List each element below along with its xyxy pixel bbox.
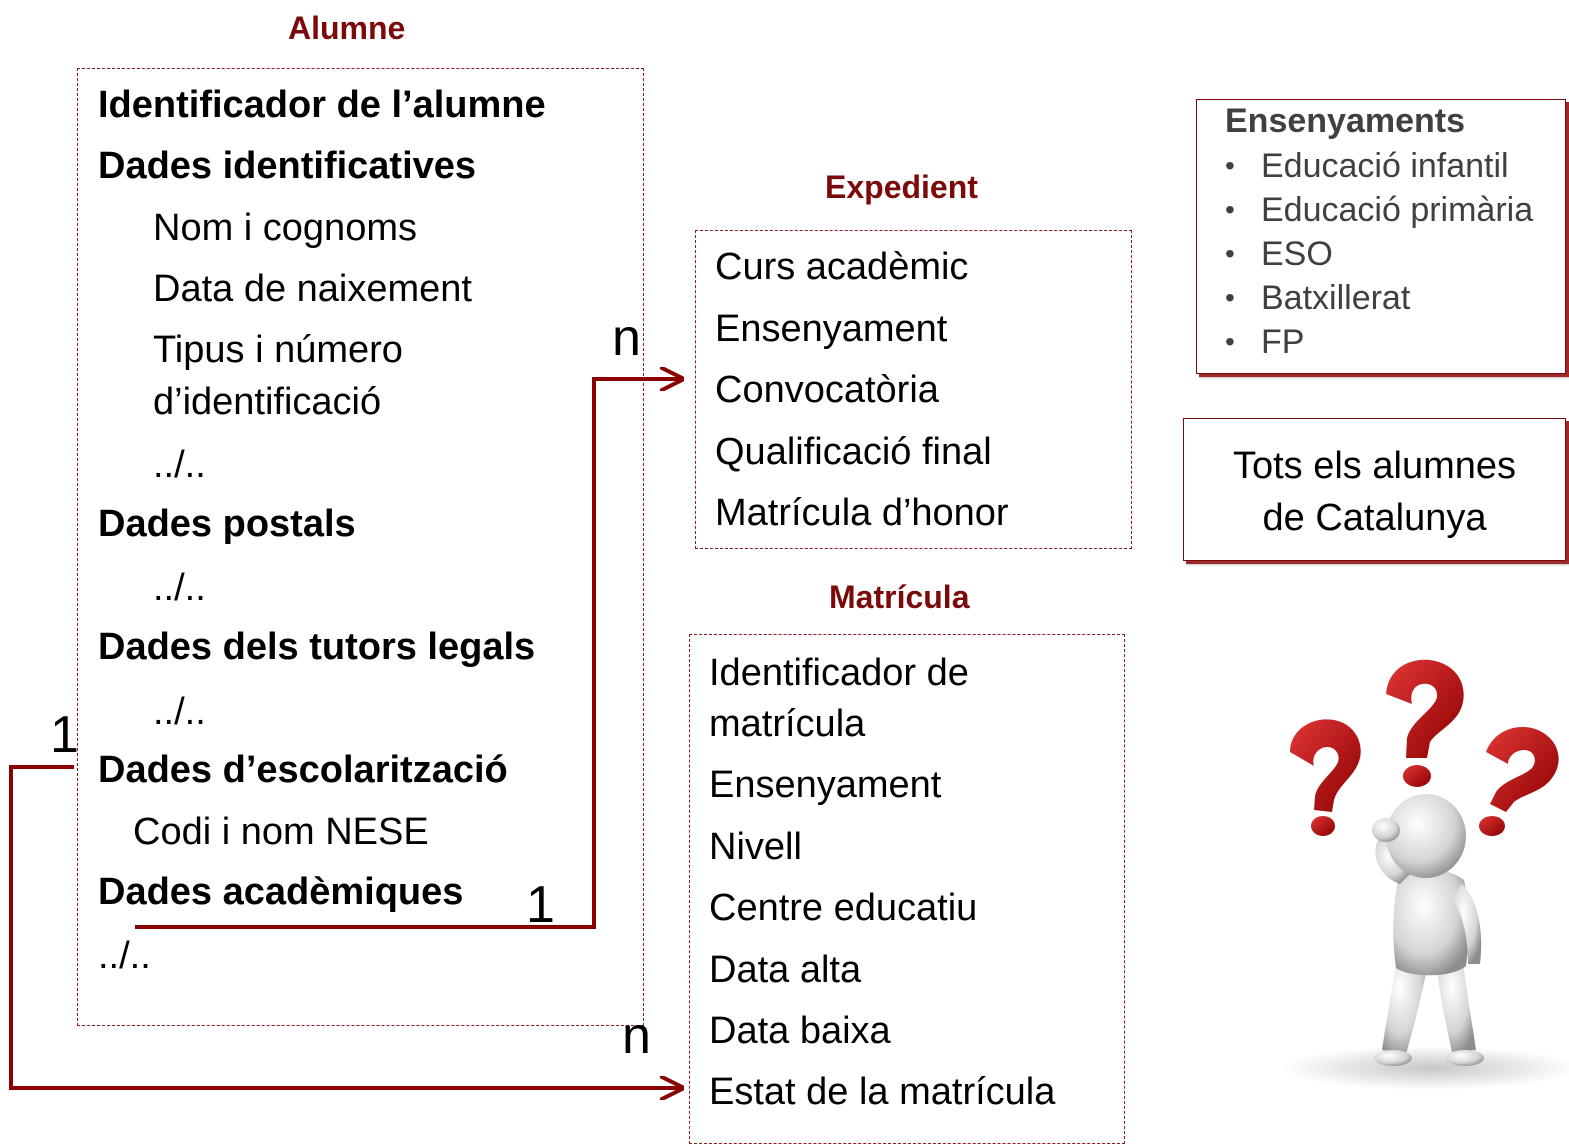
cardinality-expedient-1: 1 bbox=[526, 876, 555, 934]
alumne-dades-postals: Dades postals bbox=[98, 503, 356, 545]
figure-person bbox=[1372, 794, 1484, 1066]
alumne-box bbox=[77, 68, 644, 1026]
alumne-dades-academiques: Dades acadèmiques bbox=[98, 871, 464, 913]
expedient-item: Qualificació final bbox=[715, 431, 992, 473]
alumne-codi-nese: Codi i nom NESE bbox=[133, 811, 429, 853]
ensenyaments-item: Educació primària bbox=[1197, 188, 1565, 232]
connector-alumne-matricula bbox=[9, 765, 680, 1088]
matricula-item: Nivell bbox=[709, 826, 802, 868]
ensenyaments-item: Batxillerat bbox=[1197, 276, 1565, 320]
ensenyaments-card: Ensenyaments Educació infantil Educació … bbox=[1196, 99, 1566, 374]
expedient-title: Expedient bbox=[825, 169, 978, 205]
alumne-ellipsis-2: ../.. bbox=[153, 567, 206, 609]
question-mark-icon bbox=[1386, 659, 1464, 787]
figure-shadow bbox=[1280, 1046, 1569, 1090]
matricula-title: Matrícula bbox=[829, 579, 970, 615]
matricula-item: Data baixa bbox=[709, 1010, 891, 1052]
alumne-nom: Nom i cognoms bbox=[153, 207, 417, 249]
ensenyaments-list: Educació infantil Educació primària ESO … bbox=[1197, 144, 1565, 364]
expedient-item: Curs acadèmic bbox=[715, 246, 969, 288]
ensenyaments-item: Educació infantil bbox=[1197, 144, 1565, 188]
expedient-item: Convocatòria bbox=[715, 369, 939, 411]
question-mark-icon bbox=[1290, 719, 1361, 836]
expedient-item: Ensenyament bbox=[715, 308, 948, 350]
alumne-ellipsis-1: ../.. bbox=[153, 444, 206, 486]
ensenyaments-item: FP bbox=[1197, 320, 1565, 364]
expedient-item: Matrícula d’honor bbox=[715, 492, 1009, 534]
alumne-title: Alumne bbox=[288, 10, 406, 46]
scope-line-1: Tots els alumnes bbox=[1232, 445, 1516, 487]
ensenyaments-title: Ensenyaments bbox=[1225, 102, 1465, 140]
alumne-tipus-1: Tipus i número bbox=[153, 329, 403, 371]
alumne-identificador: Identificador de l’alumne bbox=[98, 84, 546, 126]
cardinality-matricula-1: 1 bbox=[50, 706, 79, 764]
matricula-item: Data alta bbox=[709, 949, 862, 991]
alumne-ellipsis-3: ../.. bbox=[153, 691, 206, 733]
thinking-figure-illustration bbox=[1280, 659, 1569, 1090]
matricula-item: Centre educatiu bbox=[709, 887, 978, 929]
matricula-item: Estat de la matrícula bbox=[709, 1071, 1056, 1113]
expedient-box bbox=[695, 230, 1132, 549]
alumne-ellipsis-4: ../.. bbox=[98, 935, 151, 977]
alumne-dades-escolaritzacio: Dades d’escolarització bbox=[98, 749, 508, 791]
alumne-data-naixement: Data de naixement bbox=[153, 268, 472, 310]
alumne-dades-tutors: Dades dels tutors legals bbox=[98, 626, 536, 668]
alumne-tipus-2: d’identificació bbox=[153, 381, 382, 423]
cardinality-matricula-n: n bbox=[622, 1007, 651, 1065]
scope-line-2: de Catalunya bbox=[1262, 497, 1487, 539]
ensenyaments-item: ESO bbox=[1197, 232, 1565, 276]
connector-alumne-expedient bbox=[135, 379, 680, 929]
matricula-item: Identificador de bbox=[709, 652, 969, 694]
cardinality-expedient-n: n bbox=[612, 309, 641, 367]
matricula-item: matrícula bbox=[709, 703, 866, 745]
scope-card: Tots els alumnes de Catalunya bbox=[1183, 418, 1566, 561]
alumne-dades-identificatives: Dades identificatives bbox=[98, 145, 477, 187]
question-mark-icon bbox=[1479, 726, 1559, 836]
matricula-item: Ensenyament bbox=[709, 764, 942, 806]
